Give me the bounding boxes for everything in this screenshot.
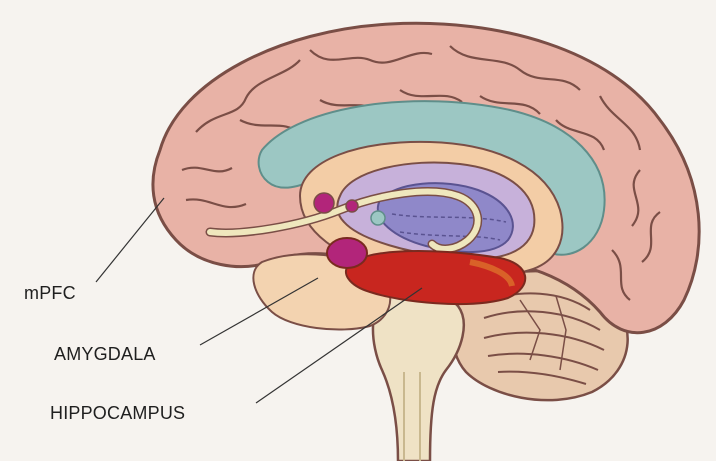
septal-nucleus (346, 200, 358, 212)
amygdala-label: AMYGDALA (54, 344, 156, 365)
mpfc-label: mPFC (24, 283, 76, 304)
mammillary-body (371, 211, 385, 225)
mpfc-region (314, 193, 334, 213)
hippocampus-label: HIPPOCAMPUS (50, 403, 185, 424)
amygdala (327, 238, 367, 268)
